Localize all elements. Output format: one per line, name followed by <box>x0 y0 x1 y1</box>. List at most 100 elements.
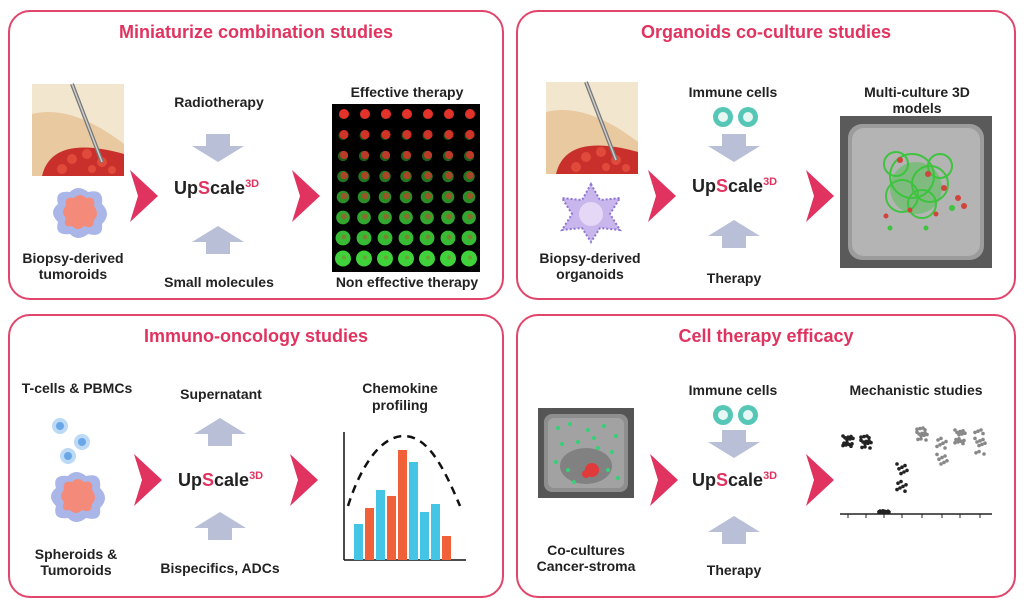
tumoroid-spot <box>420 210 434 225</box>
scatter-point <box>916 437 920 442</box>
bottom-input-label: Therapy <box>706 562 762 578</box>
tumoroid-spot <box>464 129 475 141</box>
tumoroid-spot <box>339 109 349 119</box>
coculture-well-image <box>538 408 634 498</box>
tumoroid-spot <box>440 230 456 246</box>
flow-arrow-icon <box>130 170 158 222</box>
scatter-point <box>957 433 961 437</box>
scatter-point <box>954 437 958 442</box>
organoid-icon <box>560 181 622 244</box>
scatter-point <box>877 510 881 514</box>
tumoroid-spot <box>357 210 371 225</box>
tumoroid-spot <box>356 250 372 267</box>
flow-arrow-icon <box>806 454 834 506</box>
scatter-point <box>939 436 943 441</box>
scatter-point <box>863 442 867 446</box>
left-label: Biopsy-derived organoids <box>539 250 641 282</box>
upscale-logo: UpScale3D <box>174 178 259 199</box>
bottom-input-label: Therapy <box>706 270 762 286</box>
tumoroid-spot <box>400 170 412 183</box>
scatter-point <box>845 437 849 442</box>
tumoroid-spot <box>378 190 392 204</box>
left-label: Spheroids & Tumoroids <box>34 546 118 578</box>
scatter-point <box>945 459 949 463</box>
scatter-point <box>956 440 960 444</box>
result-bottom-label: Non effective therapy <box>335 274 479 290</box>
scatter-point <box>897 467 901 471</box>
scatter-point <box>904 483 908 487</box>
scatter-point <box>944 439 948 444</box>
tumoroid-spot <box>398 230 414 246</box>
scatter-point <box>848 437 852 441</box>
result-label: Chemokine profiling <box>362 380 438 413</box>
scatter-point <box>881 510 885 514</box>
result-top-label: Effective therapy <box>350 84 464 100</box>
top-input-label: Supernatant <box>180 386 262 402</box>
result-label: Multi-culture 3D models <box>864 84 970 116</box>
flow-arrow-icon <box>650 454 678 506</box>
flow-arrow-icon <box>806 170 834 222</box>
scatter-point <box>860 445 864 450</box>
upscale-s: S <box>202 470 215 490</box>
tumoroid-spot <box>423 109 433 119</box>
bottom-input-label: Small molecules <box>164 274 274 290</box>
panel-cell-therapy-efficacy: Cell therapy efficacy Co-cultures Cancer… <box>516 314 1016 598</box>
panel-organoids-coculture: Organoids co-culture studies Biopsy-deri… <box>516 10 1016 300</box>
scatter-point <box>953 441 957 445</box>
tumoroid-spot <box>441 190 455 204</box>
tumoroid-spot <box>359 129 370 141</box>
scatter-point <box>903 489 907 493</box>
flow-arrow-icon <box>290 454 318 506</box>
panel-title: Immuno-oncology studies <box>143 326 368 346</box>
scatter-point <box>866 441 870 445</box>
left-top-label: T-cells & PBMCs <box>21 380 133 396</box>
tumoroid-spot <box>379 150 391 162</box>
scatter-point <box>942 460 946 465</box>
upscale-suffix: cale <box>210 178 246 198</box>
scatter-point <box>919 437 923 441</box>
scatter-point <box>936 438 940 442</box>
scatter-point <box>862 434 866 439</box>
upscale-sup: 3D <box>763 470 778 482</box>
scatter-point <box>981 437 985 442</box>
tumoroid-spot <box>419 230 435 246</box>
multiculture-well-image <box>840 116 992 268</box>
scatter-point <box>978 439 982 443</box>
tumoroid-spot <box>337 170 349 183</box>
scatter-point <box>961 429 965 433</box>
upscale-logo: UpScale3D <box>178 470 263 491</box>
tumoroid-spot <box>463 150 475 162</box>
scatter-point <box>903 463 907 468</box>
tumoroid-spot <box>461 250 477 267</box>
panel-combination-studies: Miniaturize combination studies Biopsy-d… <box>8 10 504 300</box>
flow-arrow-icon <box>134 454 162 506</box>
upscale-logo: UpScale3D <box>692 470 777 491</box>
up-arrow-icon <box>708 220 760 248</box>
tumoroid-spot <box>380 129 391 141</box>
tumoroid-spot <box>336 210 350 225</box>
scatter-point <box>938 443 942 447</box>
immune-cells-icon <box>713 107 758 127</box>
tumoroid-spot <box>461 230 477 246</box>
scatter-point <box>899 479 903 484</box>
scatter-point <box>962 438 966 443</box>
scatter-point <box>895 462 899 466</box>
tumoroid-spot <box>378 210 392 225</box>
tumoroid-spot <box>399 210 413 225</box>
scatter-point <box>959 439 963 443</box>
scatter-point <box>941 441 945 445</box>
scatter-point <box>981 431 985 436</box>
scatter-point <box>980 442 984 447</box>
scatter-point <box>900 465 904 469</box>
scatter-point <box>939 462 943 466</box>
scatter-point <box>943 454 947 458</box>
tumoroid-spot <box>463 170 475 183</box>
scatter-point <box>983 441 987 445</box>
scatter-point <box>958 429 962 434</box>
spheroid-icon <box>51 472 105 522</box>
tumoroid-spot <box>379 170 391 183</box>
scatter-point <box>976 429 980 433</box>
scatter-point <box>885 510 889 514</box>
result-label: Mechanistic studies <box>849 382 983 398</box>
scatter-point <box>975 440 979 444</box>
